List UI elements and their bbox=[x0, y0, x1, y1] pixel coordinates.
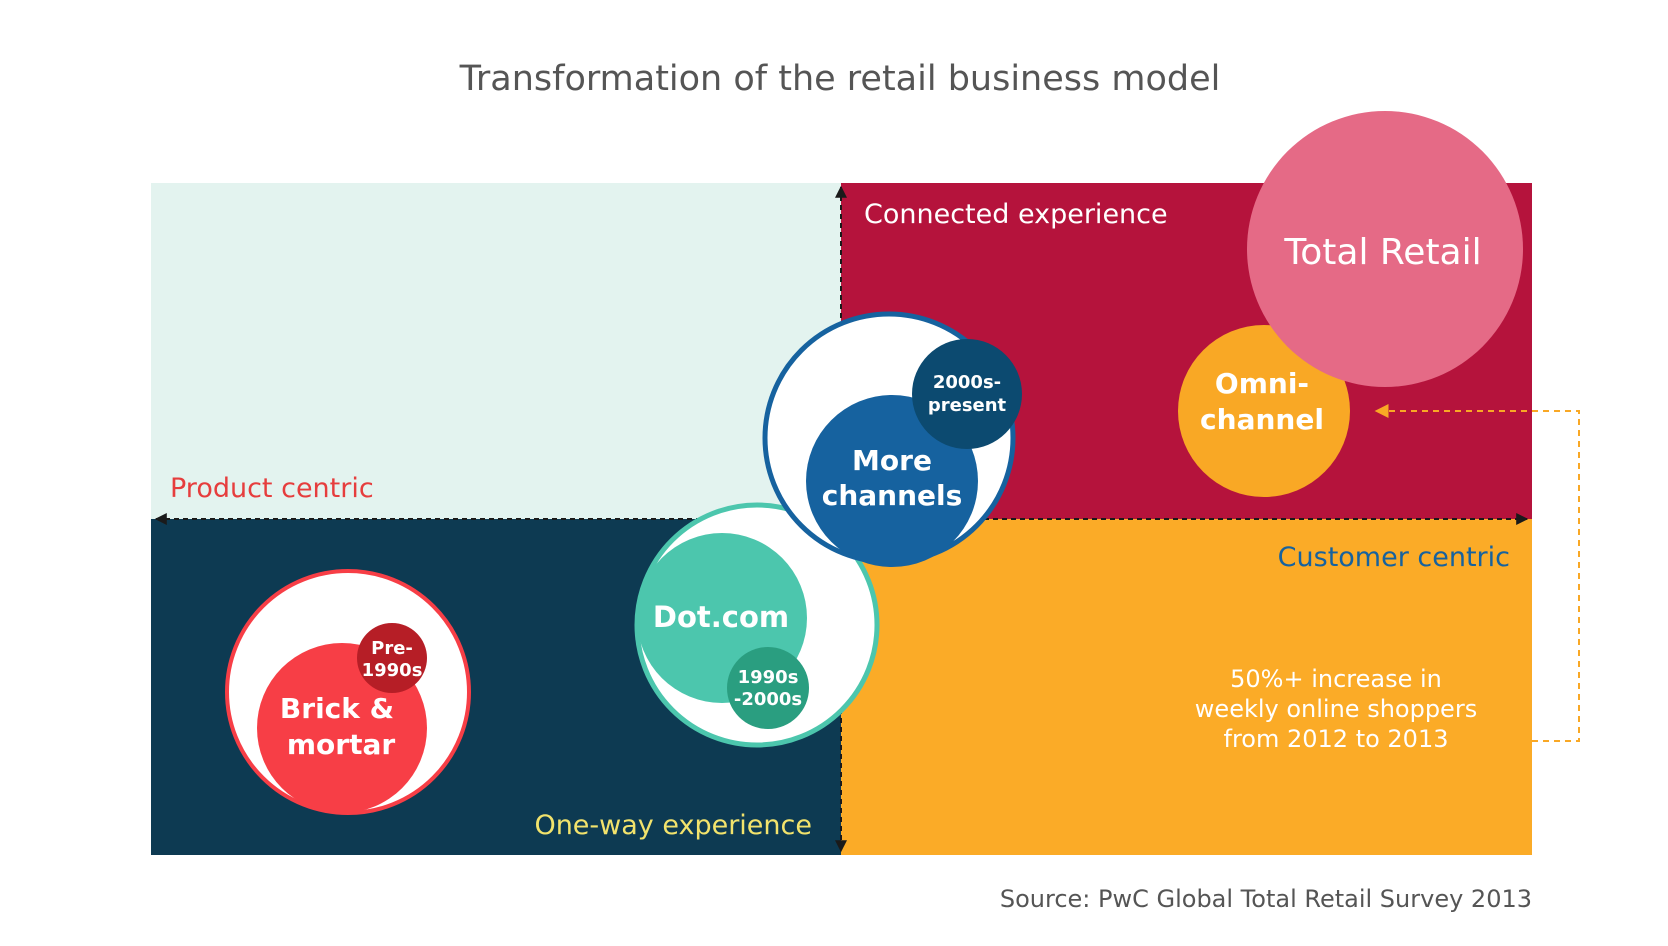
dotcom-group: Dot.com 1990s -2000s bbox=[634, 502, 880, 748]
omni-channel-circle bbox=[1178, 325, 1350, 497]
brick-era-badge bbox=[357, 623, 427, 693]
omni-label-line-2: channel bbox=[1200, 403, 1324, 436]
stat-text: 50%+ increase in weekly online shoppers … bbox=[1195, 665, 1477, 753]
total-retail-group: Total Retail bbox=[1247, 111, 1523, 387]
more-label-line-2: channels bbox=[822, 479, 963, 512]
stat-line-3: from 2012 to 2013 bbox=[1224, 725, 1449, 753]
dotcom-label: Dot.com bbox=[653, 600, 789, 634]
total-retail-circle bbox=[1247, 111, 1523, 387]
omni-channel-group: Omni- channel bbox=[1178, 325, 1350, 497]
more-era-line-1: 2000s- bbox=[933, 372, 1001, 393]
connected-experience-label: Connected experience bbox=[864, 199, 1168, 230]
omni-label-line-1: Omni- bbox=[1215, 367, 1309, 400]
brick-and-mortar-group: Pre- 1990s Brick & mortar bbox=[225, 569, 471, 815]
stat-line-2: weekly online shoppers bbox=[1195, 695, 1477, 723]
stat-connector-arrow bbox=[1374, 404, 1580, 742]
product-centric-label: Product centric bbox=[170, 473, 374, 504]
quadrant-top-left bbox=[151, 183, 841, 519]
page-title: Transformation of the retail business mo… bbox=[459, 59, 1221, 99]
stat-line-1: 50%+ increase in bbox=[1230, 665, 1442, 693]
brick-label-line-1: Brick & bbox=[280, 692, 394, 725]
dotcom-era-line-2: -2000s bbox=[734, 689, 802, 710]
dotcom-era-badge bbox=[727, 647, 809, 729]
more-channels-group: More channels 2000s- present bbox=[762, 311, 1022, 567]
more-label-line-1: More bbox=[852, 444, 932, 477]
more-era-badge bbox=[912, 339, 1022, 449]
customer-centric-label: Customer centric bbox=[1278, 542, 1510, 573]
one-way-experience-label: One-way experience bbox=[534, 810, 812, 841]
source-caption: Source: PwC Global Total Retail Survey 2… bbox=[1000, 885, 1532, 913]
brick-label-line-2: mortar bbox=[287, 728, 396, 761]
brick-era-line-2: 1990s bbox=[362, 660, 423, 681]
more-era-line-2: present bbox=[928, 395, 1007, 416]
quadrant-bottom-right bbox=[841, 519, 1532, 855]
total-retail-label: Total Retail bbox=[1283, 232, 1481, 273]
dotcom-era-line-1: 1990s bbox=[738, 667, 799, 688]
brick-era-line-1: Pre- bbox=[371, 638, 413, 659]
